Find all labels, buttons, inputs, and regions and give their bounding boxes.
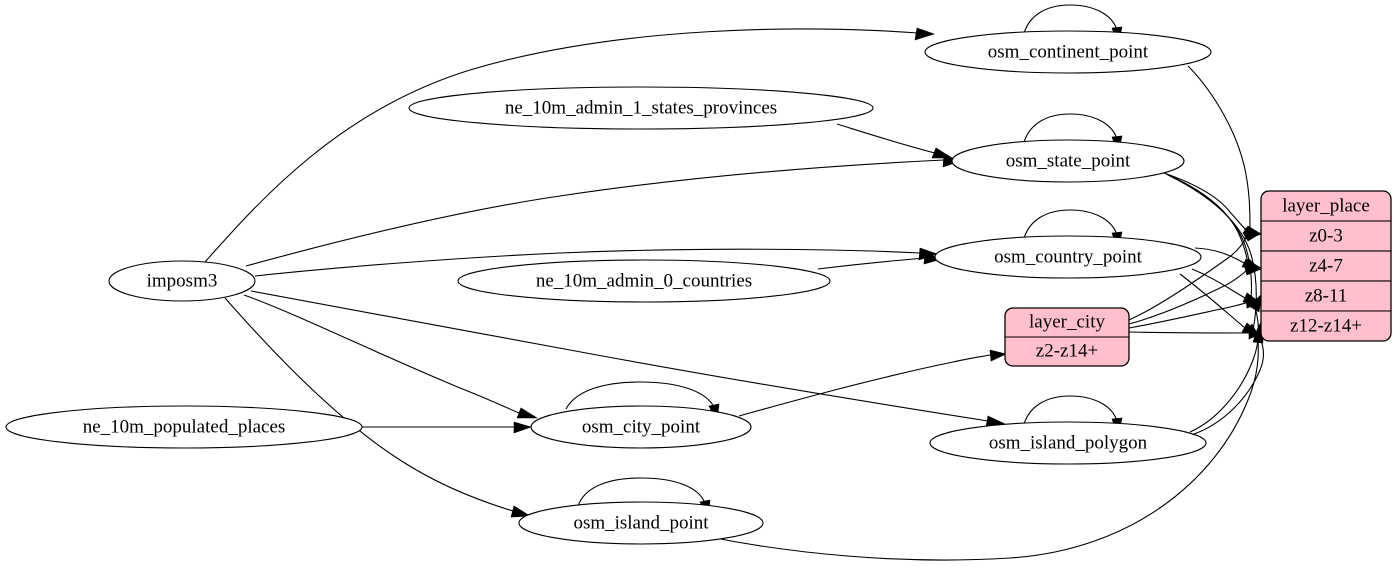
edge-imposm3-to-osm-state-point: [245, 154, 962, 267]
node-osm-city-point[interactable]: osm_city_point: [530, 405, 752, 449]
edge-ne-states-to-osm-state-point: [836, 123, 954, 159]
edge-layer: [204, 4, 1264, 561]
node-osm-continent-point[interactable]: osm_continent_point: [924, 30, 1212, 74]
node-osm-island-point[interactable]: osm_island_point: [518, 501, 764, 545]
edge-osm-island-polygon-to-layer-place-z12-z14: [1193, 320, 1264, 435]
record-layer-city[interactable]: layer_city z2-z14+: [1004, 307, 1130, 367]
edge-imposm3-to-osm-island-point: [224, 297, 531, 518]
edge-imposm3-to-osm-city-point: [243, 294, 539, 419]
edge-osm-state-point-to-layer-place-z0-3: [1163, 172, 1262, 235]
node-layer: imposm3 ne_10m_admin_1_states_provinces …: [5, 30, 1212, 545]
node-osm-island-polygon[interactable]: osm_island_polygon: [929, 421, 1207, 465]
node-ne-10m-admin-0-countries[interactable]: ne_10m_admin_0_countries: [457, 259, 831, 303]
node-ne-10m-admin-1-states-provinces[interactable]: ne_10m_admin_1_states_provinces: [408, 86, 874, 130]
edge-osm-island-polygon-to-layer-place-z8-11: [1189, 293, 1263, 433]
edge-layer-city-to-layer-place-z12-z14: [1128, 327, 1263, 340]
node-osm-state-point[interactable]: osm_state_point: [951, 139, 1185, 183]
node-imposm3[interactable]: imposm3: [108, 260, 256, 302]
edge-layer-city-to-layer-place-z4-7: [1128, 264, 1262, 325]
edge-ne-countries-to-osm-country-point: [817, 252, 943, 270]
edge-layer-city-to-layer-place-z0-3: [1128, 232, 1263, 321]
edge-osm-city-point-to-layer-city-z2-z14: [738, 349, 1007, 417]
edge-imposm3-to-osm-continent-point: [204, 27, 935, 263]
record-layer-place[interactable]: layer_place z0-3 z4-7 z8-11 z12-z14+: [1260, 190, 1392, 342]
edge-layer-city-to-layer-place-z8-11: [1128, 297, 1263, 329]
node-ne-10m-populated-places[interactable]: ne_10m_populated_places: [5, 405, 363, 449]
node-osm-country-point[interactable]: osm_country_point: [934, 235, 1202, 279]
edge-ne-populated-to-osm-city-point: [362, 421, 532, 434]
